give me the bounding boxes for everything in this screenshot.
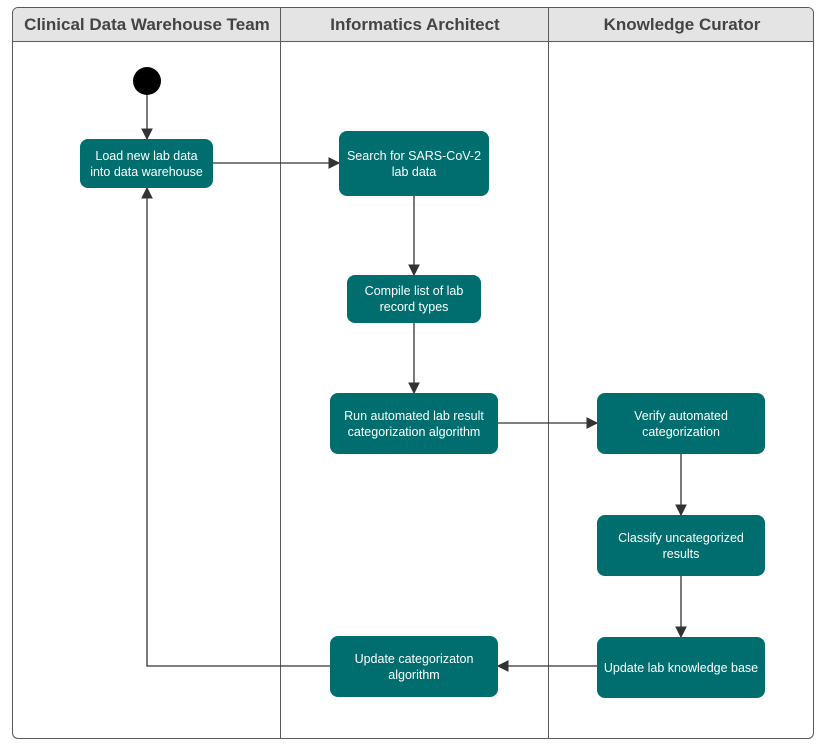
node-compile-list: Compile list of lab record types: [347, 275, 481, 323]
node-verify-categorization: Verify automated categorization: [597, 393, 765, 454]
lane-header-knowledge-curator: Knowledge Curator: [549, 8, 813, 42]
arrow-update-algo-to-load: [141, 186, 330, 667]
start-node: [133, 67, 161, 95]
lane-title: Informatics Architect: [330, 14, 500, 34]
lane-divider: [280, 8, 281, 738]
lane-header-informatics-architect: Informatics Architect: [281, 8, 549, 42]
lane-header-clinical-data-warehouse-team: Clinical Data Warehouse Team: [13, 8, 281, 42]
node-search-sars-cov-2: Search for SARS-CoV-2 lab data: [339, 131, 489, 196]
node-run-algorithm: Run automated lab result categorization …: [330, 393, 498, 454]
node-classify-uncategorized: Classify uncategorized results: [597, 515, 765, 576]
node-update-categorization-algorithm: Update categorizaton algorithm: [330, 636, 498, 697]
lane-title: Clinical Data Warehouse Team: [24, 14, 270, 34]
node-update-knowledge-base: Update lab knowledge base: [597, 637, 765, 698]
swimlane-diagram: Clinical Data Warehouse Team Informatics…: [12, 7, 814, 739]
lane-divider: [548, 8, 549, 738]
lane-title: Knowledge Curator: [603, 14, 761, 34]
node-load-lab-data: Load new lab data into data warehouse: [80, 139, 213, 188]
